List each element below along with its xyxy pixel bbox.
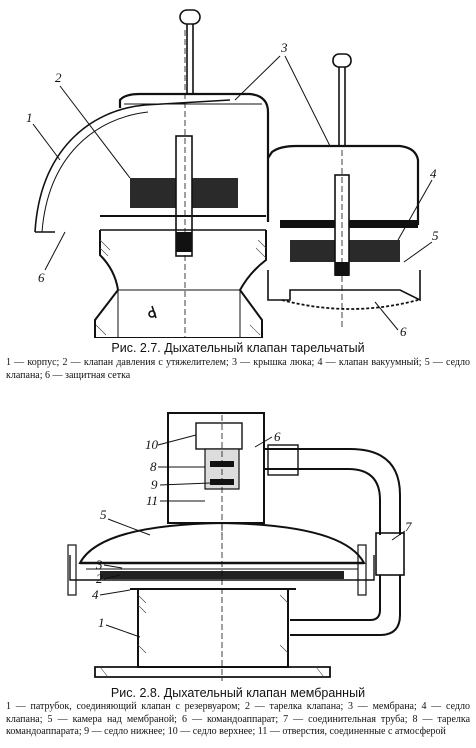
fig2-legend-item: 3 — мембрана; — [348, 701, 417, 712]
fig2-legend-item: 4 — седло клапана; — [6, 701, 470, 725]
fig2-callout-4: 4 — [92, 587, 99, 602]
fig2-legend-item: 8 — тарелка командоаппарата; — [6, 713, 471, 738]
fig1-callout-1: 1 — [26, 110, 33, 125]
hood-outline — [34, 99, 231, 233]
fig2-callout-6: 6 — [274, 429, 281, 444]
figure-2-8-drawing: 10 6 8 9 11 5 7 3 2 4 1 — [67, 412, 412, 681]
fig2-callout-7: 7 — [405, 519, 412, 534]
fig2-legend-item: 6 — командоаппарат; — [181, 713, 279, 725]
figure-2-7-legend: 1 — корпус; 2 — клапан давления с утяжел… — [6, 357, 470, 382]
protective-mesh — [281, 299, 419, 310]
figure-2-7-caption: Рис. 2.7. Дыхательный клапан тарельчатый — [111, 341, 365, 355]
fig2-callout-1: 1 — [98, 615, 105, 630]
cover-right — [267, 144, 420, 225]
fig2-legend-item: 11 — отверстия, соединенные с атмосферой — [257, 726, 446, 737]
fig1-callout-3: 3 — [280, 40, 288, 55]
fig1-legend-item: 4 — клапан вакуумный; — [317, 357, 422, 368]
fig2-legend-item: 2 — тарелка клапана; — [244, 701, 344, 712]
fig1-callout-2: 2 — [55, 70, 62, 85]
cover-left — [118, 92, 270, 222]
fig1-callout-4: 4 — [430, 166, 437, 181]
fig2-legend-item: 9 — седло нижнее; — [84, 726, 166, 737]
fig2-callout-5: 5 — [100, 507, 107, 522]
fig2-legend-item: 10 — седло верхнее; — [167, 726, 256, 737]
fig2-callout-9: 9 — [151, 477, 158, 492]
membrane-chamber — [78, 521, 366, 564]
fig1-legend-item: 1 — корпус; — [6, 357, 60, 368]
fig2-legend-item: 7 — соединительная труба; — [283, 713, 408, 725]
fig2-legend-item: 5 — камера над мембраной; — [47, 713, 177, 725]
figure-2-8-legend: 1 — патрубок, соединяющий клапан с резер… — [6, 701, 470, 739]
fig2-legend-item: 1 — патрубок, соединяющий клапан с резер… — [6, 701, 241, 712]
fig1-callout-5: 5 — [432, 228, 439, 243]
fig2-callout-2: 2 — [96, 571, 103, 586]
fig1-legend-item: 5 — седло клапана; — [6, 357, 471, 381]
fig1-callout-6a: 6 — [400, 324, 407, 338]
fig1-legend-item: 2 — клапан давления с утяжелителем; — [62, 357, 229, 368]
fig2-callout-3: 3 — [95, 557, 103, 572]
fig1-callout-6b: 6 — [38, 270, 45, 285]
fig1-legend-item: 6 — защитная сетка — [45, 369, 131, 381]
fig2-callout-10: 10 — [145, 437, 159, 452]
fig2-callout-11: 11 — [146, 493, 158, 508]
connecting-pipe — [264, 448, 401, 535]
figure-2-8-caption: Рис. 2.8. Дыхательный клапан мембранный — [110, 686, 366, 700]
fig1-legend-item: 3 — крышка люка; — [231, 357, 315, 368]
fig2-callout-8: 8 — [150, 459, 157, 474]
inlet-pipe — [137, 588, 289, 668]
figure-2-7-drawing: 1 2 3 4 5 6 6 — [26, 9, 439, 338]
